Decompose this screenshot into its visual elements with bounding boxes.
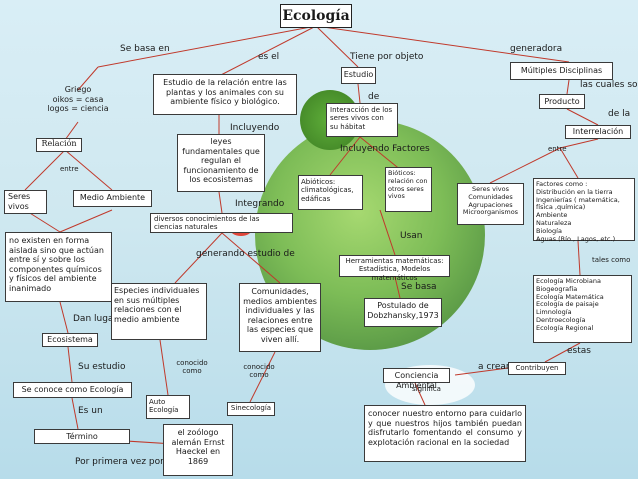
label-usan: Usan	[400, 231, 423, 241]
autoecologia-box: Auto Ecología	[146, 395, 190, 419]
label-conocido-1: conocido como	[176, 359, 208, 375]
label-incluyendo-factores: Incluyendo Factores	[340, 144, 430, 154]
contribuyen-box: Contribuyen	[508, 362, 566, 375]
label-generando-estudio: generando estudio de	[196, 249, 295, 259]
label-estas: estas	[567, 346, 591, 356]
se-conoce-como-box: Se conoce como Ecología	[13, 382, 132, 398]
relacion-box: Relación	[36, 138, 82, 152]
factores-box: Factores como : Distribución en la tierr…	[533, 178, 635, 242]
label-se-basa: Se basa	[401, 282, 437, 292]
medio-ambiente-box: Medio Ambiente	[73, 190, 152, 207]
label-incluyendo: Incluyendo	[230, 123, 280, 133]
estudio-relacion-box: Estudio de la relación entre las plantas…	[153, 74, 297, 115]
label-integrando: Integrando	[235, 199, 285, 209]
producto-box: Producto	[539, 94, 585, 109]
label-por-primera-vez: Por primera vez por	[75, 457, 164, 467]
estudio-box: Estudio	[341, 67, 376, 84]
label-las-cuales-son: las cuales son	[580, 80, 638, 90]
conciencia-ambiental-box: Conciencia Ambiental	[383, 368, 450, 390]
label-dan-lugar: Dan lugar a	[73, 314, 126, 324]
seres-vivos-list-box: Seres vivos Comunidades Agrupaciones Mic…	[457, 183, 524, 225]
label-es-un: Es un	[78, 406, 103, 416]
herramientas-box: Herramientas matemáticas: Estadística, M…	[339, 255, 450, 282]
label-tiene-por-objeto: Tiene por objeto	[350, 52, 424, 62]
griego-box: Griego oikos = casa logos = ciencia	[47, 85, 109, 114]
label-su-estudio: Su estudio	[78, 362, 126, 372]
label-generadora: generadora	[510, 44, 563, 54]
diversos-box: diversos conocimientos de las ciencias n…	[150, 213, 293, 233]
abioticos-box: Abióticos: climatológicas, edáficas	[298, 175, 363, 210]
label-de-la: de la	[608, 109, 631, 119]
sinecologia-box: Sinecología	[227, 402, 275, 416]
label-se-basa-en: Se basa en	[120, 44, 170, 54]
conocer-entorno-box: conocer nuestro entorno para cuidarlo y …	[364, 405, 526, 462]
ecologias-list-box: Ecología Microbiana Biogeografía Ecologí…	[533, 275, 632, 343]
especies-box: Especies individuales en sus múltiples r…	[111, 283, 207, 340]
label-de: de	[368, 92, 380, 102]
label-conocido-2: conocido como	[243, 363, 275, 379]
multiples-disciplinas-box: Múltiples Disciplinas	[510, 62, 613, 80]
bioticos-box: Bióticos: relación con otros seres vivos	[385, 167, 432, 212]
comunidades-box: Comunidades, medios ambientes individual…	[239, 283, 321, 352]
seres-vivos-box: Seres vivos	[4, 190, 47, 214]
label-entre-2: entre	[548, 145, 567, 153]
postulado-box: Postulado de Dobzhansky,1973	[364, 298, 442, 327]
label-es-el: es el	[258, 52, 280, 62]
label-tales-como: tales como	[592, 256, 631, 264]
page-title: Ecología	[280, 4, 352, 28]
interrelacion-box: Interrelación	[565, 125, 631, 139]
label-significa: significa	[412, 385, 441, 394]
termino-box: Término	[34, 429, 130, 444]
label-a-crear: a crear	[478, 362, 510, 372]
label-entre-1: entre	[60, 165, 79, 173]
ecosistema-box: Ecosistema	[42, 333, 98, 347]
interaccion-box: Interacción de los seres vivos con su há…	[326, 103, 398, 137]
no-existen-box: no existen en forma aislada sino que act…	[5, 232, 112, 302]
zoologo-box: el zoólogo alemán Ernst Haeckel en 1869	[163, 424, 233, 476]
leyes-box: leyes fundamentales que regulan el funci…	[177, 134, 265, 192]
